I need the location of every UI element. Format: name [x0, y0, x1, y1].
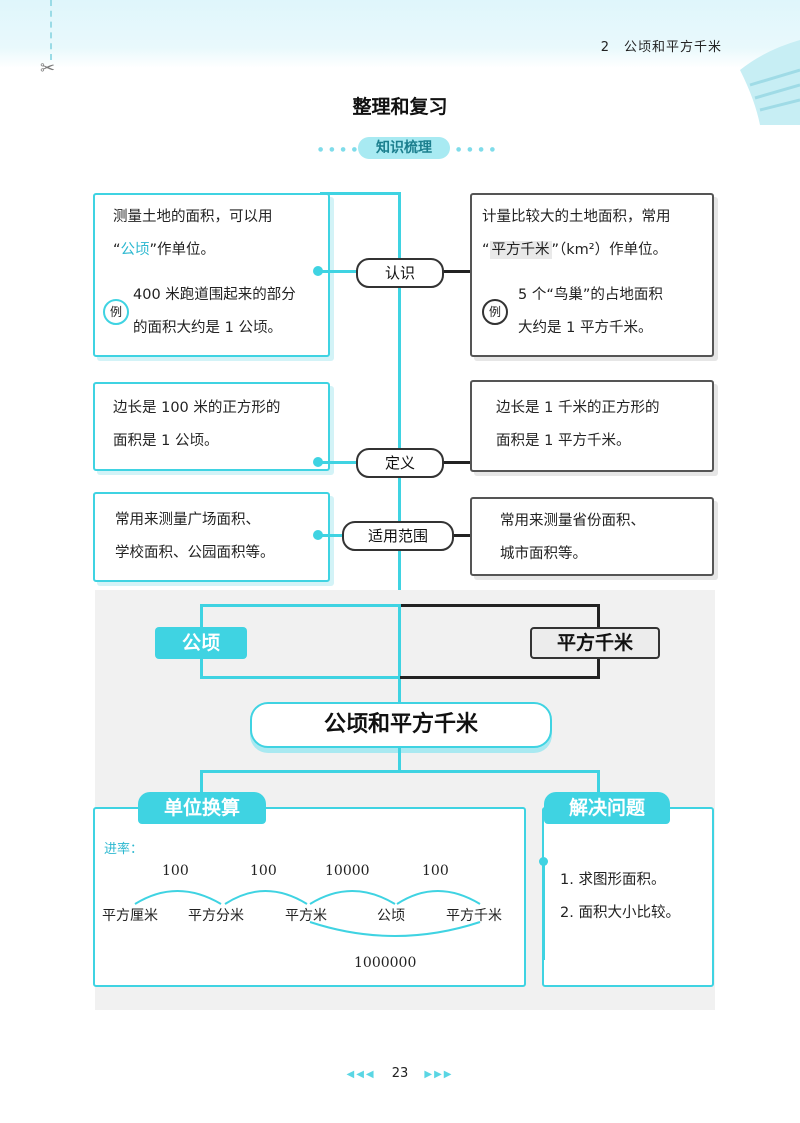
scissors-icon: ✂: [40, 58, 56, 79]
branch-lower-right: [597, 770, 600, 796]
sqkm-scope-card: 常用来测量省份面积、 城市面积等。: [470, 497, 714, 576]
rate-label: 进率：: [104, 842, 144, 857]
connector-line: [452, 534, 470, 537]
rate-3: 10000: [325, 863, 370, 879]
connector-line: [318, 270, 358, 273]
branch-line-left: [200, 604, 400, 607]
sqkm-example-line1: 5 个“鸟巢”的占地面积: [518, 287, 663, 303]
connector-dot: [313, 266, 323, 276]
example-badge: 例: [103, 299, 129, 325]
sqkm-recognize-card: 计量比较大的土地面积，常用 “平方千米”（km²）作单位。 例 5 个“鸟巢”的…: [470, 193, 714, 357]
branch-lower: [200, 770, 600, 773]
chapter-title: 2 公顷和平方千米: [600, 40, 722, 55]
hectare-definition-line1: 边长是 100 米的正方形的: [113, 400, 281, 416]
rate-2: 100: [250, 863, 277, 879]
page-heading: 整理和复习: [352, 96, 448, 118]
branch-join-right-up: [597, 656, 600, 678]
left-arrows-icon: ◀◀◀: [346, 1069, 376, 1080]
branch-line-right-down: [597, 604, 600, 630]
unit-sq-cm: 平方厘米: [102, 908, 158, 924]
hectare-recognize-line1: 测量土地的面积，可以用: [113, 209, 273, 225]
scissors-cut-line: [50, 0, 52, 60]
spine-top-line: [320, 192, 400, 195]
sqkm-recognize-line1: 计量比较大的土地面积，常用: [482, 209, 671, 225]
label-definition: 定义: [356, 448, 444, 478]
hectare-title-tag: 公顷: [155, 627, 247, 659]
connector-dot: [313, 530, 323, 540]
sqkm-recognize-line2: “平方千米”（km²）作单位。: [482, 241, 668, 259]
problem-item: 2. 面积大小比较。: [560, 905, 680, 921]
conversion-arcs: [134, 890, 481, 937]
header-band: [0, 0, 800, 68]
connector-line: [440, 461, 470, 464]
branch-join-left-up: [200, 656, 203, 678]
hectare-recognize-card: 测量土地的面积，可以用 “公顷”作单位。 例 400 米跑道围起来的部分 的面积…: [93, 193, 330, 357]
connector-line: [318, 461, 358, 464]
sqkm-title-tag: 平方千米: [530, 627, 660, 659]
page-number-row: ◀◀◀ 23 ▶▶▶: [0, 1066, 800, 1081]
central-title: 公顷和平方千米: [250, 702, 552, 748]
branch-stem-lower: [398, 748, 401, 772]
unit-hectare: 公顷: [377, 908, 405, 924]
pagoda-decoration-icon: [730, 30, 800, 125]
unit-sq-dm: 平方分米: [188, 908, 244, 924]
unit-conversion-card: [93, 807, 526, 987]
unit-sq-m: 平方米: [285, 908, 327, 924]
page-number: 23: [391, 1066, 409, 1081]
sqkm-example-line2: 大约是 1 平方千米。: [518, 320, 653, 336]
rate-4: 100: [422, 863, 449, 879]
list-guide-line: [543, 862, 545, 960]
unit-conversion-title: 单位换算: [138, 792, 266, 824]
hectare-recognize-line2: “公顷”作单位。: [113, 242, 216, 258]
sqkm-definition-card: 边长是 1 千米的正方形的 面积是 1 平方千米。: [470, 380, 714, 472]
left-dots-decoration: ●●●●: [318, 146, 363, 153]
sqkm-scope-line1: 常用来测量省份面积、: [500, 513, 645, 529]
list-guide-dot: [539, 857, 548, 866]
rate-long: 1000000: [354, 955, 417, 971]
hectare-definition-line2: 面积是 1 公顷。: [113, 433, 219, 449]
branch-stem-upper: [398, 604, 401, 702]
label-scope: 适用范围: [342, 521, 454, 551]
label-recognize: 认识: [356, 258, 444, 288]
unit-sq-km: 平方千米: [446, 908, 502, 924]
right-arrows-icon: ▶▶▶: [424, 1069, 454, 1080]
sqkm-definition-line1: 边长是 1 千米的正方形的: [496, 400, 660, 416]
branch-line-right: [400, 604, 600, 607]
connector-line: [318, 534, 342, 537]
example-badge: 例: [482, 299, 508, 325]
sqkm-definition-line2: 面积是 1 平方千米。: [496, 433, 631, 449]
hectare-example-line1: 400 米跑道围起来的部分: [133, 287, 296, 303]
problem-item: 1. 求图形面积。: [560, 872, 666, 888]
connector-dot: [313, 457, 323, 467]
hectare-scope-card: 常用来测量广场面积、 学校面积、公园面积等。: [93, 492, 330, 582]
right-dots-decoration: ●●●●: [456, 146, 501, 153]
branch-lower-left: [200, 770, 203, 796]
spine-line: [398, 192, 401, 604]
sqkm-unit-highlight: 平方千米: [489, 241, 552, 259]
branch-join-left: [200, 676, 400, 679]
hectare-unit-highlight: 公顷: [120, 242, 150, 258]
sqkm-scope-line2: 城市面积等。: [500, 546, 587, 562]
hectare-scope-line1: 常用来测量广场面积、: [115, 512, 260, 528]
section-tag: 知识梳理: [358, 137, 450, 159]
rate-1: 100: [162, 863, 189, 879]
branch-line-left-down: [200, 604, 203, 630]
hectare-example-line2: 的面积大约是 1 公顷。: [133, 320, 282, 336]
problem-solving-title: 解决问题: [544, 792, 670, 824]
hectare-scope-line2: 学校面积、公园面积等。: [115, 545, 275, 561]
hectare-definition-card: 边长是 100 米的正方形的 面积是 1 公顷。: [93, 382, 330, 471]
connector-line: [440, 270, 470, 273]
problem-solving-card: [542, 807, 714, 987]
branch-join-right: [400, 676, 600, 679]
